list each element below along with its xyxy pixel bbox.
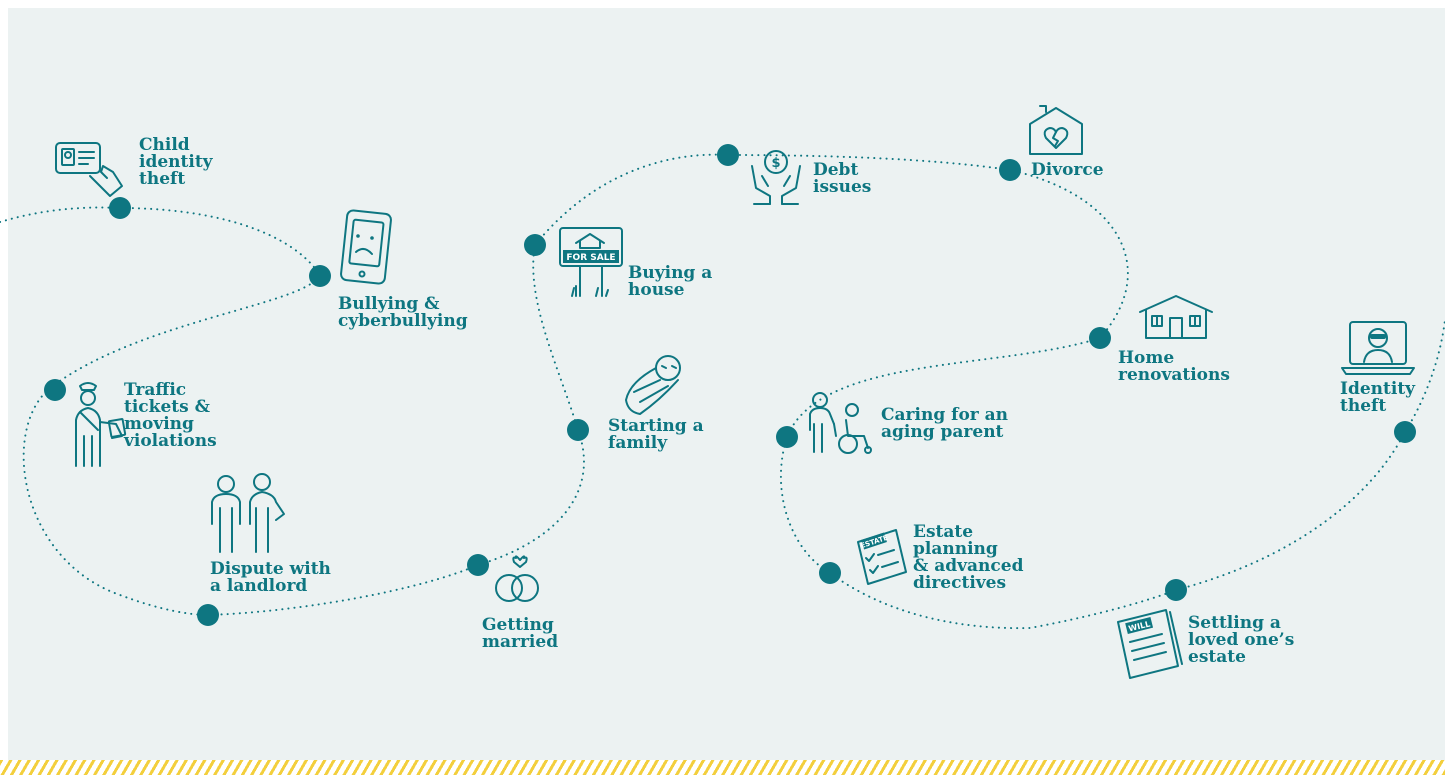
milestone-dot-debt	[717, 144, 739, 166]
label-renovations: Home renovations	[1118, 348, 1230, 385]
label-debt: Debt issues	[813, 160, 872, 197]
laptop-thief-icon	[1341, 321, 1415, 375]
milestone-dot-traffic	[44, 379, 66, 401]
label-house: Buying a house	[628, 263, 713, 300]
sad-phone-icon	[340, 209, 392, 285]
milestone-dot-bullying	[309, 265, 331, 287]
label-estate-planning: Estate planning & advanced directives	[913, 522, 1024, 593]
milestone-dot-settling-estate	[1165, 579, 1187, 601]
swaddled-baby-icon	[625, 355, 681, 415]
milestone-dot-identity-theft	[1394, 421, 1416, 443]
milestone-dot-landlord	[197, 604, 219, 626]
two-people-icon	[211, 473, 285, 553]
label-child-identity-theft: Child identity theft	[139, 135, 213, 189]
label-landlord: Dispute with a landlord	[210, 559, 331, 596]
milestone-dot-child-identity-theft	[109, 197, 131, 219]
label-identity-theft: Identity theft	[1340, 379, 1416, 416]
label-family: Starting a family	[608, 416, 704, 453]
label-divorce: Divorce	[1031, 160, 1104, 180]
milestone-dot-family	[567, 419, 589, 441]
yellow-stripe-border	[0, 760, 1445, 775]
label-bullying: Bullying & cyberbullying	[338, 294, 468, 331]
will-document-icon: WILL	[1117, 609, 1183, 679]
diagram-background	[8, 8, 1445, 760]
label-traffic: Traffic tickets & moving violations	[124, 380, 217, 451]
life-path	[0, 153, 1445, 630]
estate-checklist-icon: ESTATE	[857, 529, 907, 585]
label-settling-estate: Settling a loved one’s estate	[1188, 613, 1295, 667]
wheelchair-caregiver-icon	[809, 392, 872, 454]
for-sale-sign-text: FOR SALE	[566, 253, 615, 263]
milestone-dot-married	[467, 554, 489, 576]
hands-dollar-icon: $	[751, 150, 801, 205]
police-officer-icon	[75, 382, 127, 467]
milestone-dot-renovations	[1089, 327, 1111, 349]
for-sale-sign-icon: FOR SALE	[559, 227, 623, 297]
id-card-hand-icon	[55, 142, 123, 197]
milestone-dot-estate-planning	[819, 562, 841, 584]
will-doc-text: WILL	[1128, 619, 1152, 633]
broken-heart-house-icon	[1029, 105, 1083, 155]
milestone-dot-divorce	[999, 159, 1021, 181]
house-icon	[1139, 295, 1213, 339]
label-aging-parent: Caring for an aging parent	[881, 405, 1009, 442]
label-married: Getting married	[482, 615, 559, 652]
wedding-rings-icon	[495, 555, 539, 602]
milestone-dot-house	[524, 234, 546, 256]
svg-text:$: $	[771, 156, 780, 171]
milestone-dot-aging-parent	[776, 426, 798, 448]
